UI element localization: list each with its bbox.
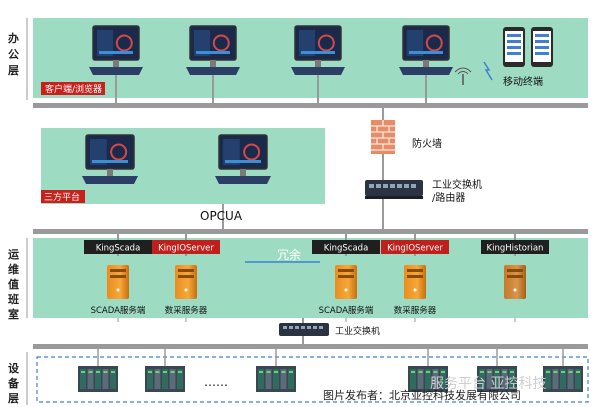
plc-device-icon [78,349,118,392]
svg-text:层: 层 [7,392,19,405]
plc-device-icon [408,349,448,392]
client-browser-tag [41,82,105,95]
ops-network-bus [33,229,588,234]
svg-text:数采服务器: 数采服务器 [394,305,437,316]
svg-text:数采服务器: 数采服务器 [165,305,208,316]
wireless-tower-icon [454,61,493,85]
plc-device-icon [543,349,583,392]
redundant-label: 冗余 [277,247,301,262]
svg-text:SCADA服务端: SCADA服务端 [91,305,146,316]
third-party-monitor-icon [215,134,271,184]
device-ellipsis: …… [204,375,228,389]
svg-text:公: 公 [8,48,19,61]
office-network-bus [33,103,588,108]
client-monitor-icon [186,25,240,75]
opcua-label: OPCUA [200,209,243,223]
svg-text:室: 室 [8,307,19,321]
plc-device-icon [256,349,296,392]
industrial-switch-router-icon [365,180,423,199]
plc-device-icon [145,349,185,392]
client-monitor-icon [291,25,345,75]
third-party-tag [41,190,85,203]
svg-text:KingIOServer: KingIOServer [387,244,443,254]
svg-text:客户端/浏览器: 客户端/浏览器 [45,83,102,95]
client-monitor-icon [399,25,453,75]
mobile-terminal-label: 移动终端 [503,75,543,88]
svg-text:KingIOServer: KingIOServer [158,244,214,254]
svg-text:/路由器: /路由器 [432,191,465,204]
svg-text:运: 运 [8,248,19,261]
svg-text:SCADA服务端: SCADA服务端 [319,305,374,316]
svg-text:维: 维 [8,262,19,276]
client-monitor-icon [89,25,143,75]
svg-text:值: 值 [8,277,19,291]
plc-device-icon [477,349,517,392]
device-layer-panel [36,356,589,403]
svg-text:KingScada: KingScada [96,244,141,254]
industrial-switch-label: 工业交换机 [335,325,380,337]
layer-label-office: 办 公 层 [7,31,19,77]
svg-text:层: 层 [7,64,19,77]
watermark: 图片发布者：北京亚控科技发展有限公司 [323,388,521,402]
industrial-switch-router-label: 工业交换机 [432,178,482,191]
layer-label-device: 设备层 [7,361,20,405]
svg-text:备: 备 [7,376,20,390]
svg-text:KingHistorian: KingHistorian [487,244,544,254]
server-kingioserver: KingIOServer 数采服务器 [152,234,220,322]
svg-text:设: 设 [8,361,20,375]
server-kingioserver: KingIOServer 数采服务器 [381,234,449,322]
server-kinghistorian: KingHistorian [481,234,549,322]
mobile-phone-icon [503,27,553,67]
device-network-bus [33,344,588,349]
firewall-icon [371,120,395,154]
svg-text:KingScada: KingScada [324,244,369,254]
svg-text:班: 班 [8,292,19,306]
svg-text:办: 办 [8,31,19,45]
third-party-monitor-icon [82,134,138,184]
firewall-label: 防火墙 [412,137,442,150]
industrial-switch-icon [279,323,329,336]
watermark-background: 服务平台 亚控科技 [430,376,546,392]
svg-text:三方平台: 三方平台 [44,191,80,203]
